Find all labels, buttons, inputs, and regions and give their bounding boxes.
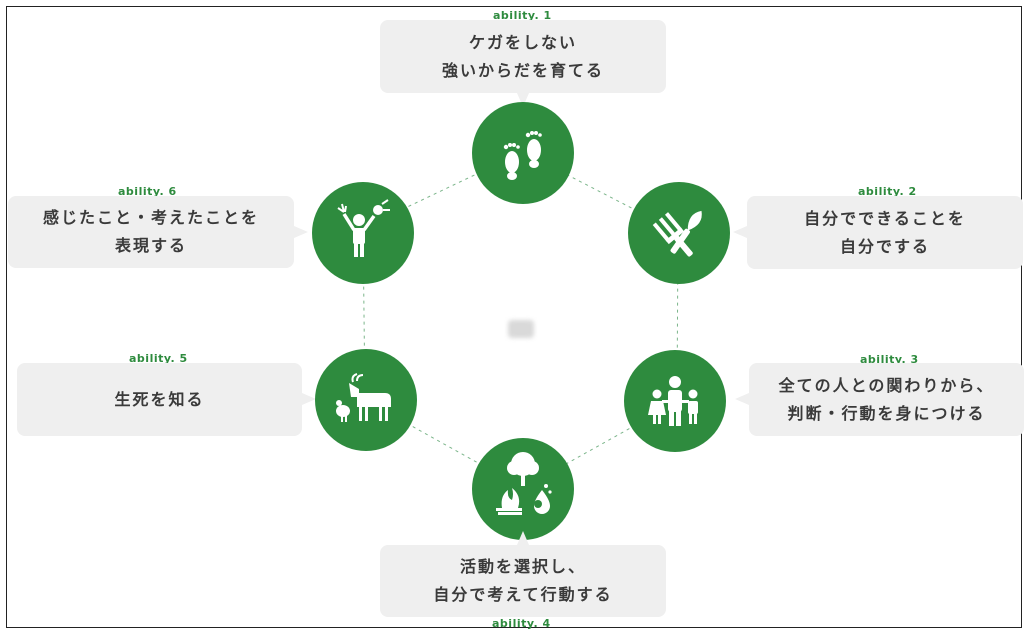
tree-fire-water-icon	[496, 452, 552, 515]
ability-4-bubble: 活動を選択し、 自分で考えて行動する	[380, 545, 666, 617]
ability-5-circle	[315, 349, 417, 451]
center-mark	[508, 320, 534, 338]
child-expressing-icon	[337, 199, 390, 257]
ability-2-label: ability. 2	[858, 185, 917, 198]
ability-3-bubble: 全ての人との関わりから、 判断・行動を身につける	[749, 363, 1024, 436]
ability-6-line-1: 感じたこと・考えたことを	[42, 208, 259, 227]
ability-6-bubble: 感じたこと・考えたことを 表現する	[8, 196, 294, 268]
ability-6-bubble-tail	[294, 226, 308, 238]
ability-5-bubble: 生死を知る	[17, 363, 302, 436]
ability-2-circle	[628, 182, 730, 284]
ability-2-bubble-tail	[733, 226, 747, 238]
footprints-icon	[503, 131, 542, 180]
diagram-frame	[6, 6, 1022, 628]
ability-3-circle	[624, 350, 726, 452]
goat-chicken-icon	[336, 373, 391, 422]
ability-4-line-2: 自分で考えて行動する	[433, 585, 613, 604]
ability-5-bubble-tail	[302, 393, 316, 405]
ability-1-line-1: ケガをしない	[468, 32, 577, 52]
ability-4-circle	[472, 438, 574, 540]
ability-1-circle	[472, 102, 574, 204]
ability-3-line-1: 全ての人との関わりから、	[778, 375, 995, 395]
ability-1-label: ability. 1	[493, 9, 552, 22]
family-icon	[648, 376, 698, 426]
ability-6-line-2: 表現する	[114, 236, 187, 255]
ability-6-label: ability. 6	[118, 185, 177, 198]
ability-4-line-1: 活動を選択し、	[459, 557, 586, 576]
ability-3-label: ability. 3	[860, 353, 919, 366]
ability-6-circle	[312, 182, 414, 284]
ability-3-bubble-tail	[735, 393, 749, 405]
ability-5-label: ability. 5	[129, 352, 188, 365]
ability-2-line-1: 自分でできることを	[804, 208, 966, 228]
ability-2-bubble: 自分でできることを 自分でする	[747, 196, 1023, 269]
ability-4-bubble-tail	[517, 531, 529, 545]
ability-1-line-2: 強いからだを育てる	[441, 60, 604, 80]
ability-3-line-2: 判断・行動を身につける	[787, 403, 986, 423]
ability-1-bubble: ケガをしない 強いからだを育てる	[380, 20, 666, 93]
ability-2-line-2: 自分でする	[839, 236, 930, 256]
garden-tools-icon	[652, 210, 702, 257]
ability-4-label: ability. 4	[492, 617, 551, 630]
ability-5-line-1: 生死を知る	[114, 389, 205, 409]
